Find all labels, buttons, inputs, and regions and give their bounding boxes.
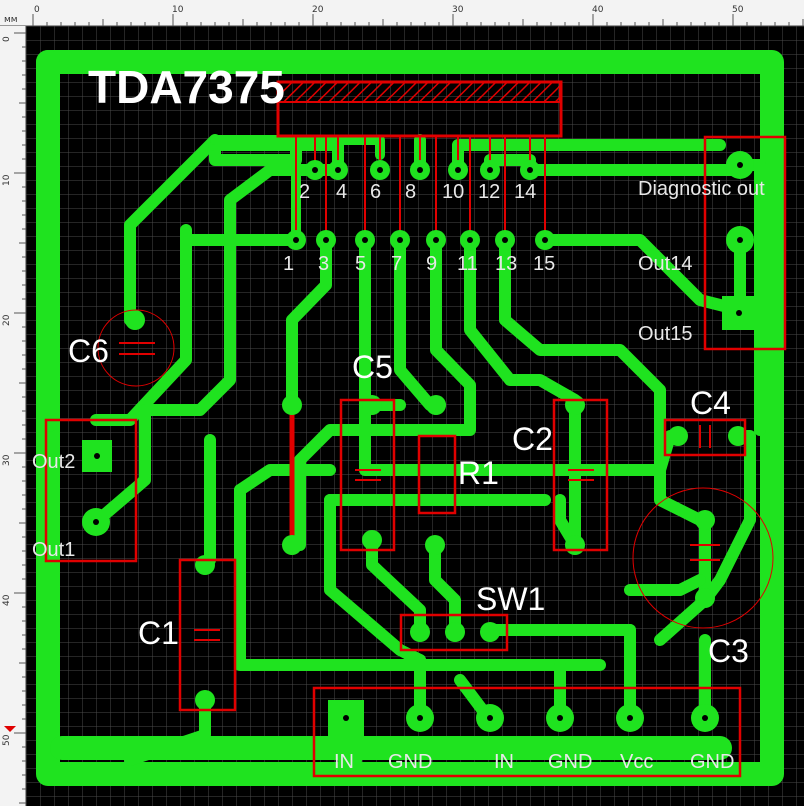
sw1-label: SW1 <box>476 581 545 617</box>
r1-outline <box>417 434 457 515</box>
pin-label: 3 <box>318 253 329 275</box>
ruler-tick-label: 50 <box>2 734 12 746</box>
pin-label: 12 <box>478 181 500 203</box>
chip-label: TDA7375 <box>88 61 285 113</box>
c1-label: C1 <box>138 615 179 651</box>
c2-outline <box>552 398 609 552</box>
ruler-tick-label: 20 <box>2 314 12 326</box>
left-connector-outline <box>44 418 138 563</box>
pin-label: 15 <box>533 253 555 275</box>
pin-label: 8 <box>405 181 416 203</box>
c5-label: C5 <box>352 349 393 385</box>
c4-outline <box>663 418 747 457</box>
ruler-tick-label: 10 <box>172 5 184 15</box>
connector-label-gnd: GND <box>548 751 592 773</box>
pin-label: 5 <box>355 253 366 275</box>
c2-label: C2 <box>512 421 553 457</box>
ground-frame <box>36 50 784 786</box>
connector-label-gnd: GND <box>388 751 432 773</box>
pin-label: 9 <box>426 253 437 275</box>
r1-label: R1 <box>458 455 499 491</box>
ruler-tick-label: 20 <box>312 5 324 15</box>
ruler-tick-label: 10 <box>2 174 12 186</box>
sw1-outline <box>399 613 509 652</box>
connector-label-out1: Out1 <box>32 539 75 561</box>
pin-label: 4 <box>336 181 347 203</box>
silkscreen-labels: TDA7375 2 4 6 8 10 12 14 1 3 5 7 9 11 13… <box>32 61 765 773</box>
pin-label: 2 <box>299 181 310 203</box>
c4-label: C4 <box>690 385 731 421</box>
ruler-tick-label: 30 <box>2 454 12 466</box>
c3-label: C3 <box>708 633 749 669</box>
ruler-tick-label: 30 <box>452 5 464 15</box>
connector-label-diagnostic: Diagnostic out <box>638 178 765 200</box>
ruler-tick-label: 40 <box>2 594 12 606</box>
pin-label: 14 <box>514 181 536 203</box>
ruler-left: 0 10 20 30 40 50 <box>0 26 26 806</box>
component-outlines <box>44 135 787 778</box>
ruler-tick-label: 40 <box>592 5 604 15</box>
c3-outline <box>632 487 774 629</box>
pin-label: 13 <box>495 253 517 275</box>
ruler-tick-label: 50 <box>732 5 744 15</box>
cap-symbols <box>119 342 720 641</box>
pin-label: 1 <box>283 253 294 275</box>
drill-holes <box>93 162 743 721</box>
connector-label-out14: Out14 <box>638 253 692 275</box>
c6-outline <box>97 309 175 387</box>
connector-label-in: IN <box>494 751 514 773</box>
connector-label-vcc: Vcc <box>620 751 653 773</box>
connector-label-out15: Out15 <box>638 323 692 345</box>
ruler-top: мм 0 10 20 30 40 50 <box>0 0 804 26</box>
ruler-tick-label: 0 <box>34 5 40 15</box>
right-connector-outline <box>703 135 787 351</box>
connector-label-in: IN <box>334 751 354 773</box>
ruler-tick-label: 0 <box>2 36 12 42</box>
bottom-connector-outline <box>312 686 742 778</box>
connector-label-out2: Out2 <box>32 451 75 473</box>
ruler-unit: мм <box>4 15 18 25</box>
connector-label-gnd: GND <box>690 751 734 773</box>
pin-label: 7 <box>391 253 402 275</box>
c6-label: C6 <box>68 333 109 369</box>
cursor-marker-left <box>4 726 16 732</box>
c1-outline <box>178 558 237 712</box>
pin-label: 10 <box>442 181 464 203</box>
c5-outline <box>339 398 396 552</box>
pin-label: 11 <box>457 253 478 275</box>
pin-label: 6 <box>370 181 381 203</box>
